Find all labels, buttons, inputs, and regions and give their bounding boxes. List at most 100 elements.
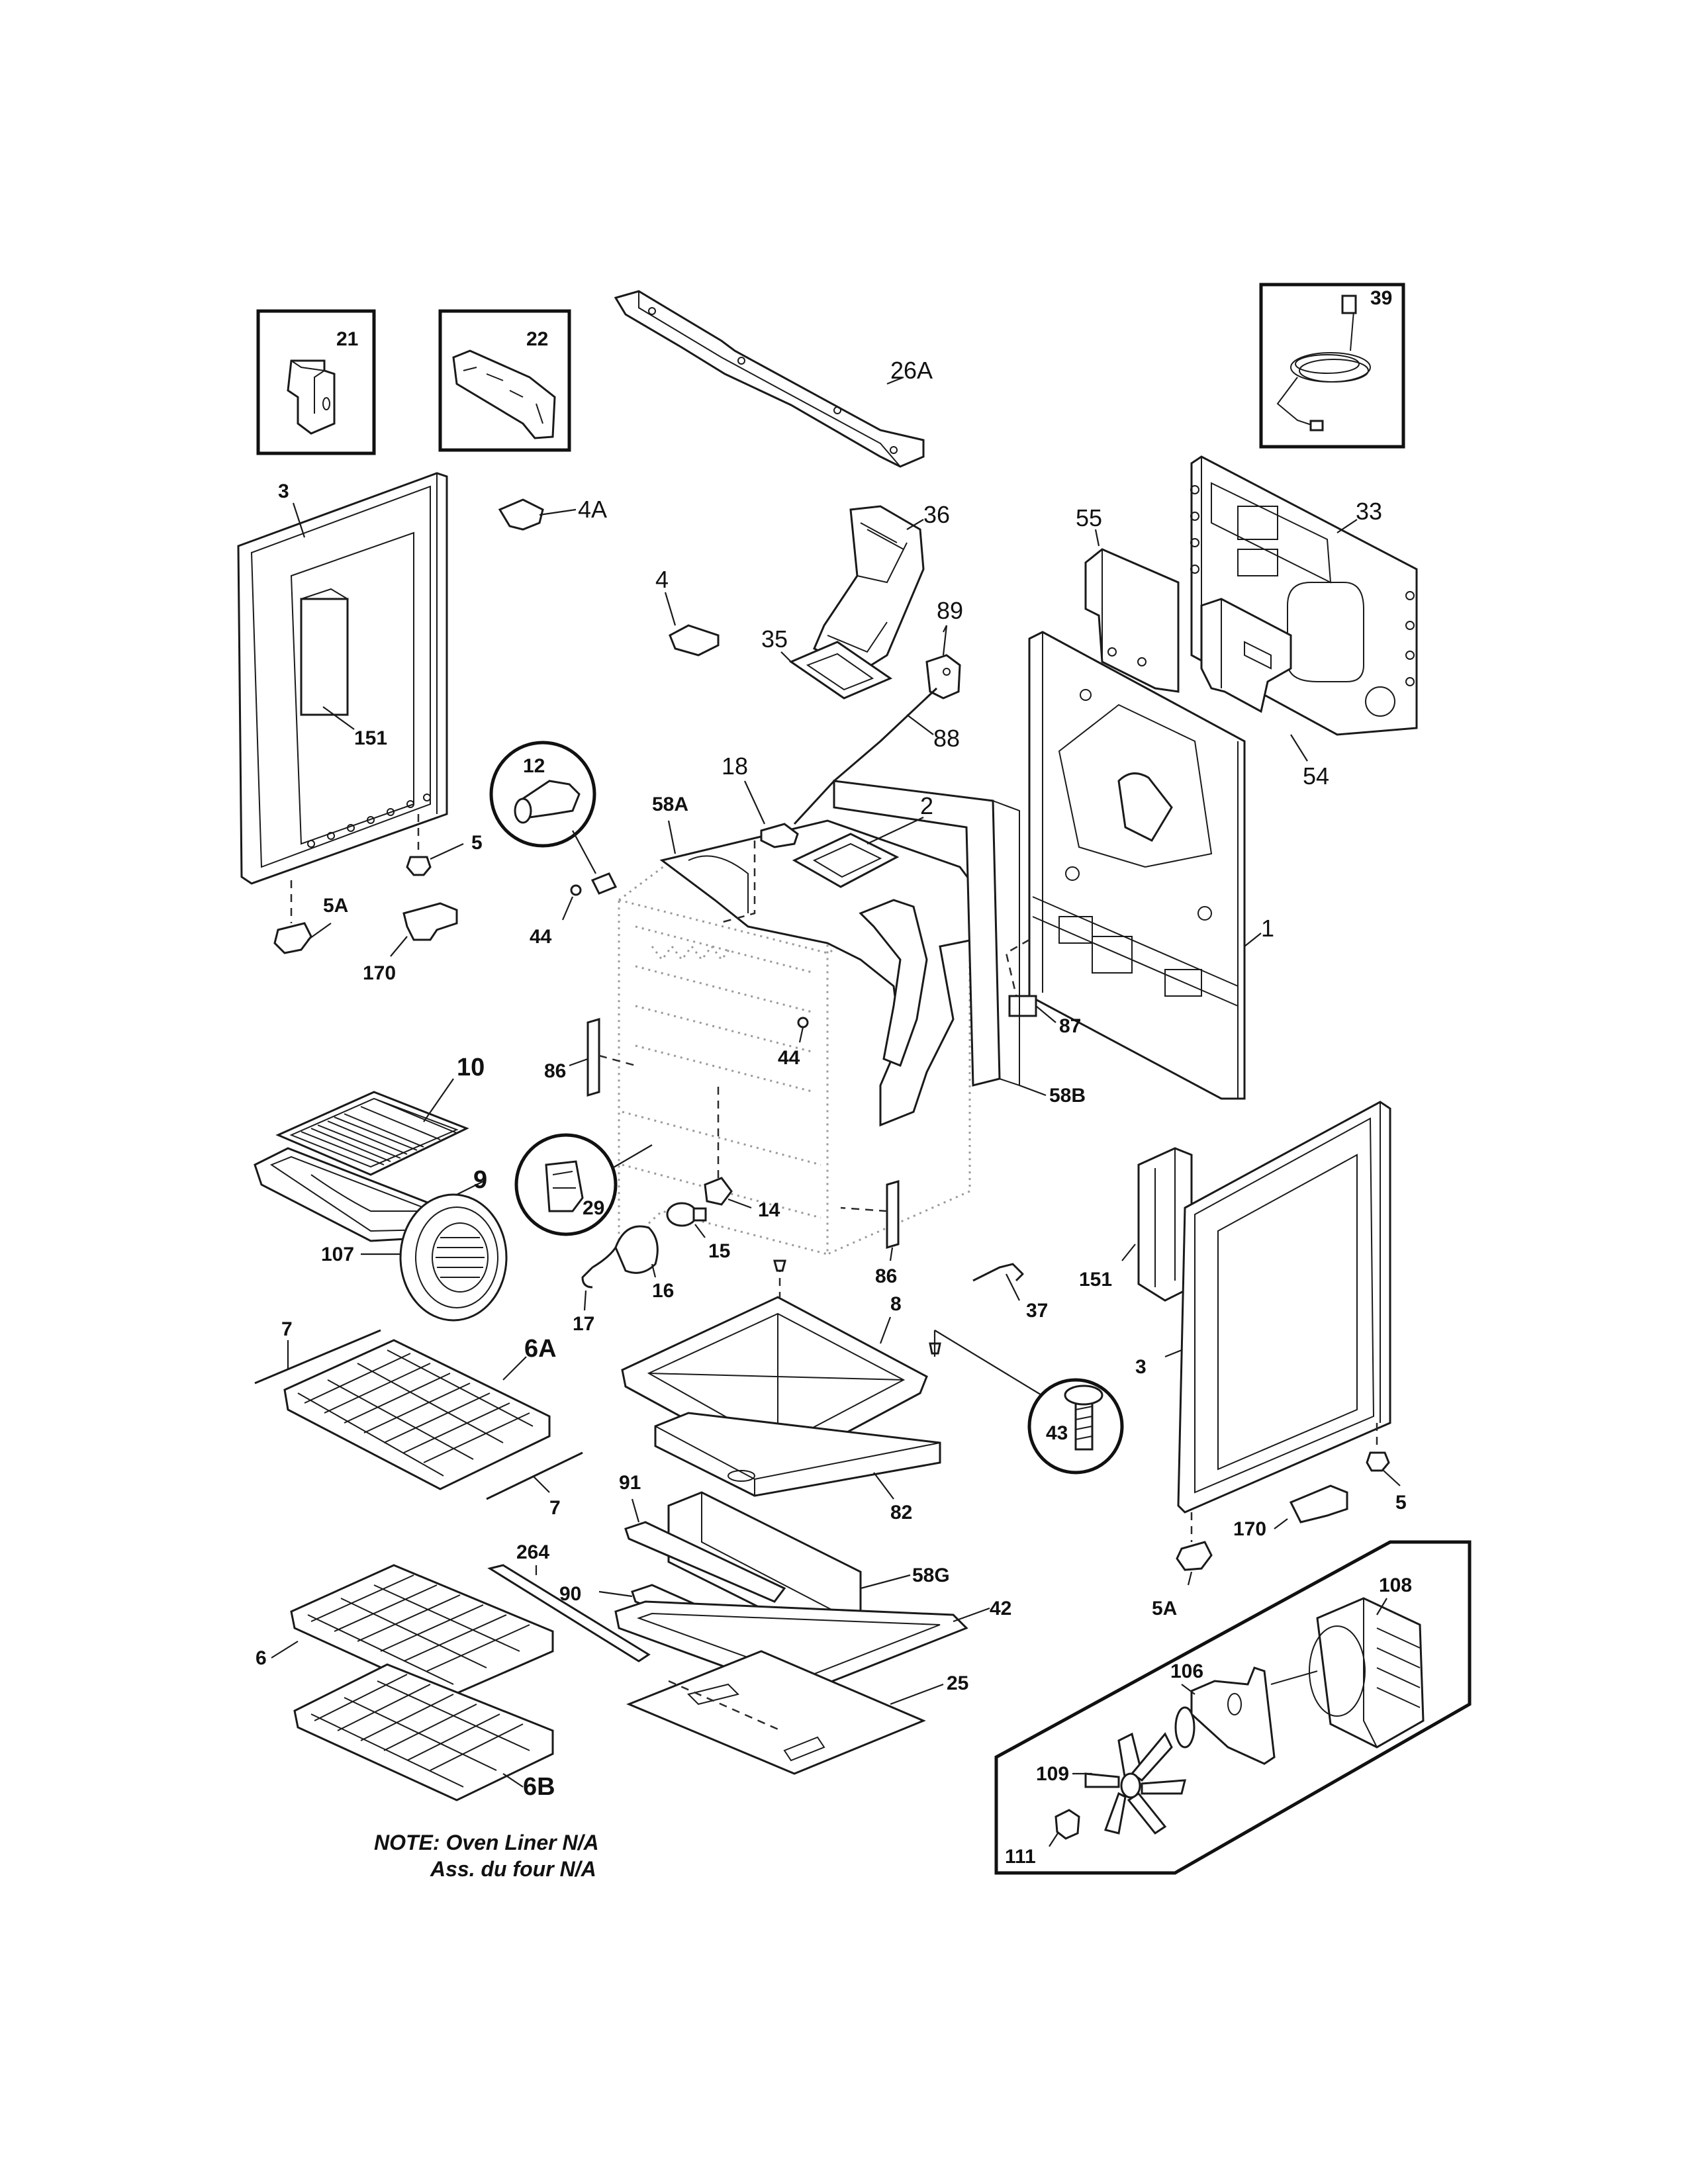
label-58B: 58B <box>1049 1085 1086 1107</box>
label-91: 91 <box>619 1472 641 1494</box>
label-7-bottom: 7 <box>549 1497 561 1519</box>
label-107: 107 <box>321 1244 354 1265</box>
part-16-lamp-cover: 16 <box>614 1225 674 1302</box>
note-line-2: Ass. du four N/A <box>430 1857 596 1881</box>
part-87-terminal-block: 87 <box>1005 938 1081 1037</box>
rear-panel-holes <box>1190 485 1415 686</box>
part-170-left-bracket: 170 <box>363 902 458 984</box>
label-33: 33 <box>1356 498 1382 525</box>
label-6: 6 <box>256 1647 267 1669</box>
part-4A-clip: 4A <box>498 496 607 531</box>
part-6-oven-rack: 6 <box>256 1564 554 1699</box>
label-89: 89 <box>937 597 963 624</box>
note-oven-liner: NOTE: Oven Liner N/A Ass. du four N/A <box>374 1831 599 1881</box>
part-106-fan-bracket: 106 <box>1170 1661 1276 1765</box>
label-151-left: 151 <box>354 727 387 749</box>
label-12: 12 <box>523 755 545 777</box>
part-107-convection-cover: 107 <box>321 1193 508 1322</box>
part-15-light-bulb: 15 <box>666 1202 730 1262</box>
label-5-left: 5 <box>471 832 483 854</box>
part-44-mid: 44 <box>778 1017 809 1069</box>
note-line-1: NOTE: Oven Liner N/A <box>374 1831 599 1854</box>
part-2-vent-plate: 2 <box>792 792 933 888</box>
label-4A: 4A <box>578 496 607 523</box>
part-89-88-oven-sensor: 89 88 <box>793 597 963 825</box>
label-9: 9 <box>473 1166 487 1194</box>
part-6B-oven-rack: 6B <box>293 1663 555 1801</box>
label-35: 35 <box>761 625 788 653</box>
label-8: 8 <box>890 1293 902 1315</box>
label-17: 17 <box>573 1313 594 1335</box>
label-22: 22 <box>526 328 548 350</box>
part-54-bracket: 54 <box>1200 598 1329 790</box>
label-39: 39 <box>1370 287 1392 309</box>
part-37-wire-clip: 37 <box>972 1263 1048 1322</box>
label-14: 14 <box>758 1199 780 1221</box>
part-3-left-side-panel: 3 151 <box>237 472 448 885</box>
panel-holes <box>307 794 431 848</box>
label-37: 37 <box>1026 1300 1048 1322</box>
label-6A: 6A <box>524 1335 557 1363</box>
label-44-left: 44 <box>530 926 552 948</box>
label-16: 16 <box>652 1280 674 1302</box>
label-18: 18 <box>722 752 748 780</box>
part-5A-left: 5A <box>273 880 348 954</box>
part-7-rack-rail-bottom: 7 <box>486 1451 583 1519</box>
label-170-left: 170 <box>363 962 396 984</box>
label-106: 106 <box>1170 1661 1203 1682</box>
part-108-fan-motor: 108 <box>1270 1574 1425 1749</box>
part-26A-bracket: 26A <box>614 290 933 468</box>
part-12-inset-circle: 12 44 <box>489 741 618 948</box>
label-264: 264 <box>516 1541 549 1563</box>
label-5-right: 5 <box>1395 1492 1407 1514</box>
label-87: 87 <box>1059 1015 1081 1037</box>
label-21: 21 <box>336 328 358 350</box>
label-54: 54 <box>1303 762 1329 790</box>
part-43-inset-circle: 43 <box>933 1330 1124 1475</box>
label-29: 29 <box>583 1197 604 1219</box>
label-25: 25 <box>947 1672 968 1694</box>
label-42: 42 <box>990 1598 1011 1619</box>
label-82: 82 <box>890 1502 912 1524</box>
part-4-clip: 4 <box>655 566 720 657</box>
back-panel-feature-holes <box>1065 689 1212 921</box>
part-111-fan-nut: 111 <box>1005 1809 1080 1868</box>
part-33-rear-panel: 33 <box>1190 455 1418 736</box>
label-55: 55 <box>1076 504 1102 531</box>
part-5-screw-left: 5 <box>406 814 483 876</box>
label-36: 36 <box>923 501 950 528</box>
label-3-right: 3 <box>1135 1356 1147 1378</box>
label-58G: 58G <box>912 1565 950 1586</box>
label-86-left: 86 <box>544 1060 566 1082</box>
label-109: 109 <box>1036 1763 1069 1785</box>
label-5A-left: 5A <box>323 895 348 917</box>
label-10: 10 <box>457 1054 485 1081</box>
inset-part-22: 22 <box>438 309 571 452</box>
label-151-right: 151 <box>1079 1269 1112 1291</box>
part-7-rack-rail-top: 7 <box>254 1318 381 1385</box>
label-1: 1 <box>1261 915 1274 942</box>
part-86-left-rack-support: 86 <box>544 1017 636 1097</box>
part-55-shield: 55 <box>1076 504 1180 693</box>
part-35-vent-gasket: 35 <box>761 625 893 700</box>
label-170-right: 170 <box>1233 1518 1266 1540</box>
inset-part-21: 21 <box>256 309 376 455</box>
part-8-oven-bottom: 8 <box>621 1259 941 1471</box>
part-29-inset-circle: 29 <box>514 1133 653 1236</box>
label-111: 111 <box>1005 1846 1036 1868</box>
part-5-screw-right: 5 <box>1366 1423 1407 1514</box>
part-151-right-bracket: 151 <box>1079 1147 1193 1302</box>
label-26A: 26A <box>890 357 933 384</box>
label-43: 43 <box>1046 1422 1068 1444</box>
label-5A-right: 5A <box>1152 1598 1177 1619</box>
part-109-fan-blade: 109 <box>1036 1732 1186 1835</box>
part-91-bracket: 91 <box>619 1472 786 1603</box>
label-6B: 6B <box>523 1773 555 1801</box>
part-25-bottom-sheet: 25 <box>626 1650 968 1775</box>
inset-part-39: 39 <box>1259 283 1405 449</box>
part-82-heat-shield: 82 <box>654 1412 941 1524</box>
part-1-back-panel: 1 <box>1028 631 1274 1100</box>
part-18-sensor-clip: 18 <box>718 752 799 925</box>
label-88: 88 <box>933 725 960 752</box>
